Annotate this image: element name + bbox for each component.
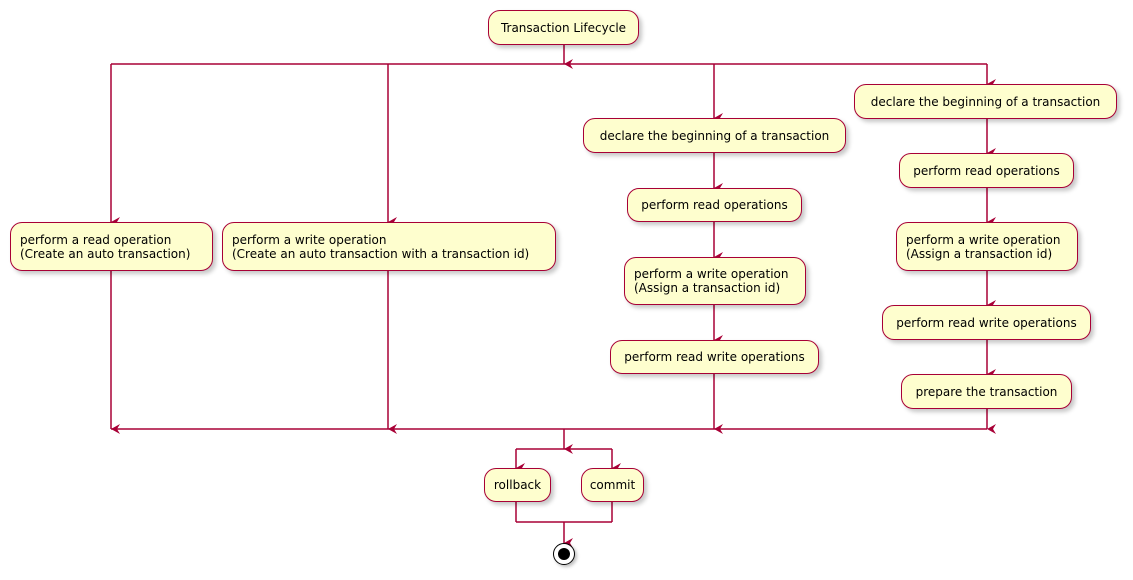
end-node-dot: [557, 547, 570, 560]
branch-4-step-5-label: prepare the transaction: [915, 384, 1058, 399]
start-node-label: Transaction Lifecycle: [500, 20, 627, 35]
rollback-label: rollback: [493, 478, 542, 492]
branch-1-step-1: perform a read operation (Create an auto…: [10, 222, 213, 271]
branch-3-step-2-label: perform read operations: [641, 198, 788, 212]
branch-4-step-1-label: declare the beginning of a transaction: [870, 94, 1101, 109]
branch-4-step-4-label: perform read write operations: [896, 315, 1077, 330]
branch-4-step-2: perform read operations: [899, 153, 1074, 188]
rollback-node: rollback: [484, 468, 551, 502]
branch-3-step-3: perform a write operation (Assign a tran…: [624, 257, 806, 305]
branch-2-step-1-label: perform a write operation (Create an aut…: [232, 232, 530, 261]
branch-3-step-4: perform read write operations: [610, 340, 819, 374]
end-node: [553, 543, 575, 565]
branch-3-step-4-label: perform read write operations: [624, 350, 805, 364]
branch-4-step-5: prepare the transaction: [901, 374, 1072, 409]
branch-3-step-1-label: declare the beginning of a transaction: [599, 128, 830, 143]
branch-3-step-1: declare the beginning of a transaction: [583, 118, 846, 153]
branch-4-step-4: perform read write operations: [882, 305, 1091, 340]
branch-1-step-1-label: perform a read operation (Create an auto…: [20, 232, 191, 261]
commit-node: commit: [581, 468, 644, 502]
start-node: Transaction Lifecycle: [488, 10, 639, 45]
branch-3-step-3-label: perform a write operation (Assign a tran…: [634, 267, 789, 295]
commit-label: commit: [589, 478, 636, 492]
branch-4-step-2-label: perform read operations: [913, 163, 1060, 178]
branch-4-step-1: declare the beginning of a transaction: [854, 84, 1117, 119]
branch-2-step-1: perform a write operation (Create an aut…: [222, 222, 556, 271]
branch-4-step-3-label: perform a write operation (Assign a tran…: [906, 232, 1061, 261]
branch-3-step-2: perform read operations: [627, 188, 802, 222]
branch-4-step-3: perform a write operation (Assign a tran…: [896, 222, 1078, 271]
